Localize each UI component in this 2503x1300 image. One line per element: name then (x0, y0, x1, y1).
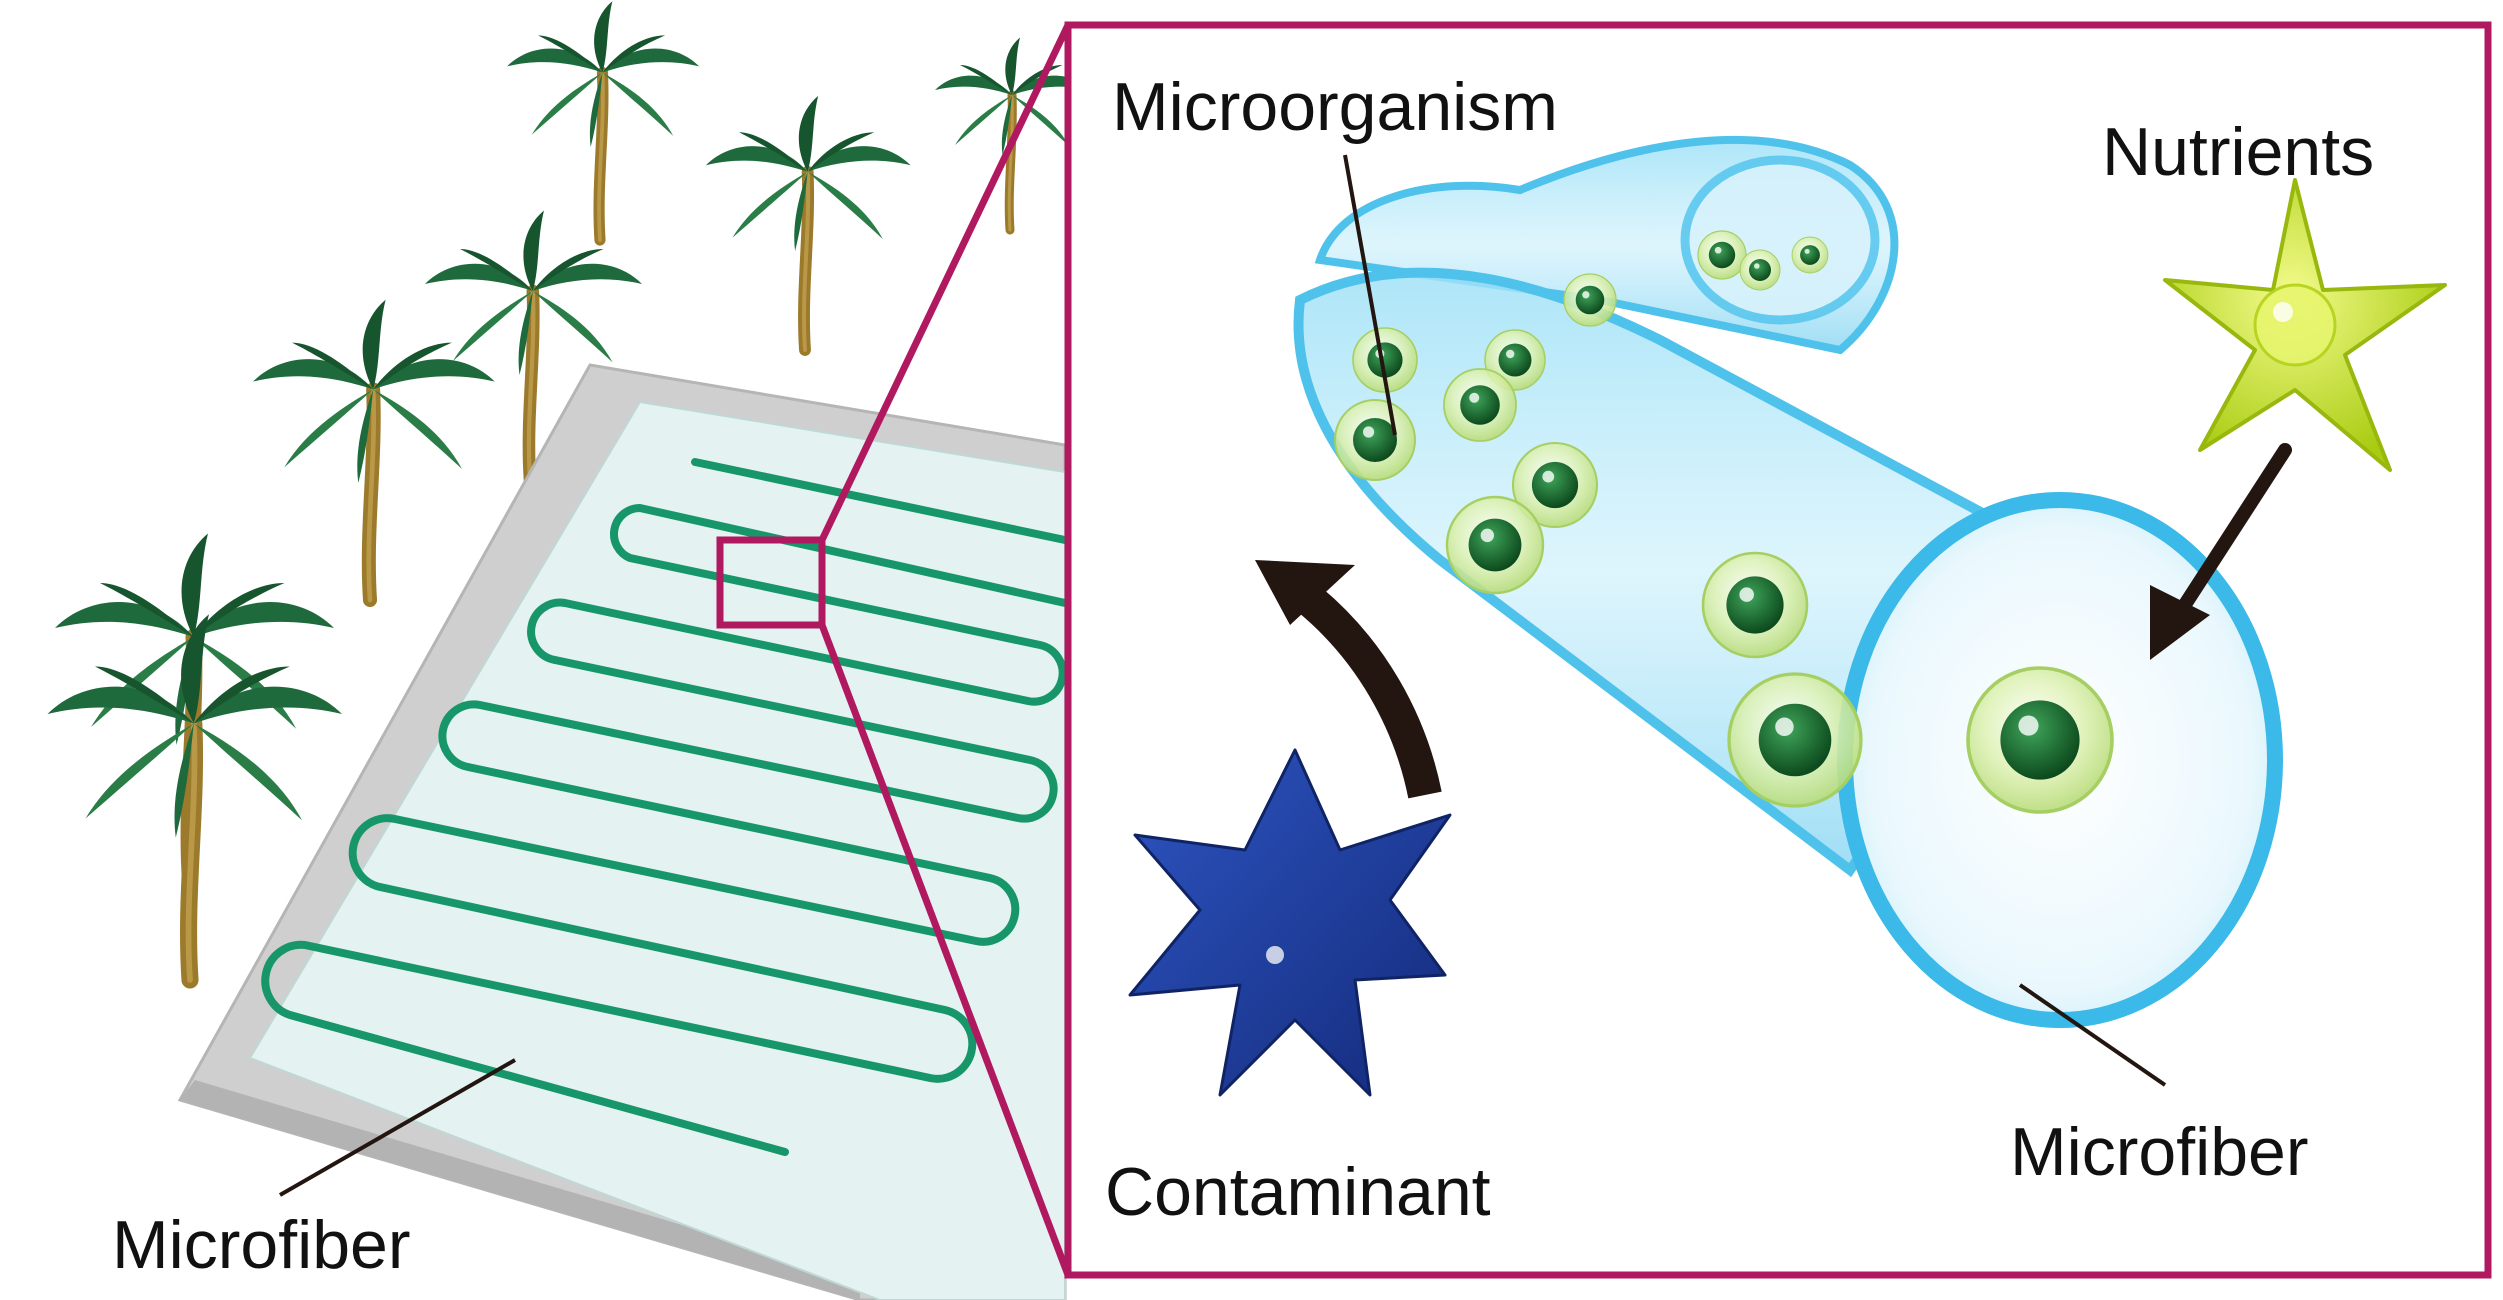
microfiber-left-leader (279, 1058, 516, 1197)
cell-icon (1447, 497, 1543, 593)
nutrients-star (2163, 178, 2447, 472)
contaminant-arrow (1255, 560, 1442, 799)
microorganism-leader (1343, 154, 1397, 436)
microfiber-right-label: Microfiber (2010, 1114, 2309, 1190)
microorganism-label: Microorganism (1112, 69, 1558, 145)
cell-icon (1740, 250, 1780, 290)
nutrients-label: Nutrients (2102, 114, 2374, 190)
cell-icon (1703, 553, 1807, 657)
nutrients-arrow (2150, 443, 2292, 660)
cell-icon (1698, 231, 1746, 279)
contaminant-label: Contaminant (1105, 1154, 1491, 1230)
cell-icon (1968, 668, 2112, 812)
cell-icon (1792, 237, 1828, 273)
contaminant-star (1128, 748, 1452, 1097)
palm-tree-icon (507, 1, 699, 240)
palm-tree-icon (706, 96, 911, 350)
microfiber-right-leader (2018, 983, 2167, 1087)
palm-tree-icon (253, 300, 495, 600)
cell-icon (1729, 674, 1861, 806)
microfiber-left-label: Microfiber (112, 1207, 411, 1283)
magnification-box (716, 536, 826, 629)
cell-icon (1564, 274, 1616, 326)
zoom-connector-lines (818, 23, 1072, 1277)
cell-icon (1444, 369, 1516, 441)
spiky-star-icon (1128, 748, 1452, 1097)
cell-icon (1335, 400, 1415, 480)
culture-basin (177, 363, 1067, 1300)
serpentine-microfiber (261, 458, 1069, 1156)
